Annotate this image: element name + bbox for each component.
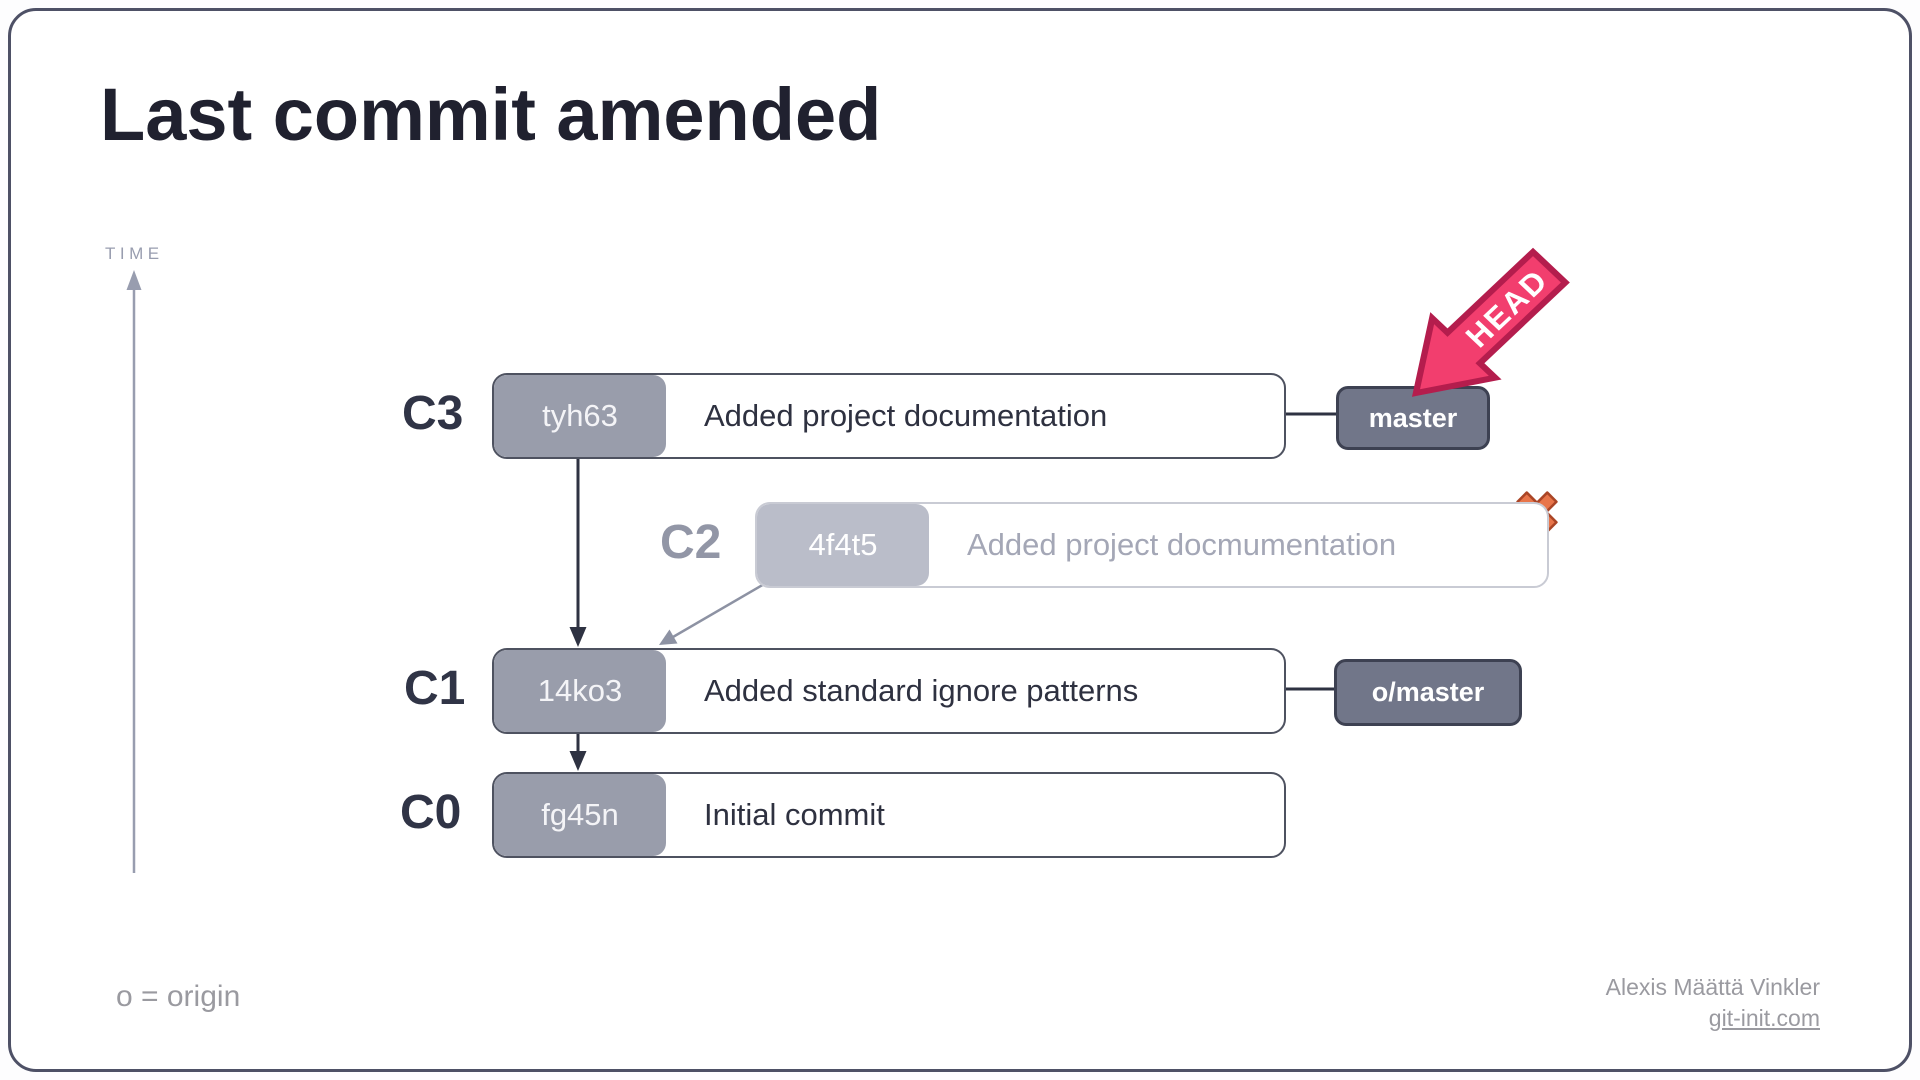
commit-hash: fg45n (541, 797, 619, 832)
edge-c2-to-c1 (659, 581, 767, 645)
commit-hash: 14ko3 (537, 673, 623, 708)
time-axis-arrow-icon (126, 270, 142, 873)
commit-box-c2: 4f4t5 Added project docmumentation (755, 502, 1549, 588)
author-name: Alexis Määttä Vinkler (1605, 974, 1820, 1000)
commit-hash-badge: tyh63 (494, 375, 666, 457)
edge-c3-to-c1 (569, 457, 587, 647)
branch-badge-master: master (1336, 386, 1490, 450)
site-link[interactable]: git-init.com (1708, 1005, 1820, 1031)
commit-hash-badge: 4f4t5 (757, 504, 929, 586)
commit-box-c0: fg45n Initial commit (492, 772, 1286, 858)
commit-box-c1: 14ko3 Added standard ignore patterns (492, 648, 1286, 734)
commit-label-c3: C3 (402, 387, 464, 440)
commit-label-c1: C1 (404, 662, 466, 715)
head-arrow-icon: HEAD (1411, 247, 1570, 397)
commit-box-c3: tyh63 Added project documentation (492, 373, 1286, 459)
attribution: Alexis Määttä Vinkler git-init.com (1606, 972, 1820, 1034)
commit-message: Added project documentation (704, 398, 1108, 433)
edge-c1-to-c0 (569, 732, 587, 771)
commit-message: Initial commit (704, 797, 885, 832)
commit-label-c0: C0 (400, 786, 462, 839)
commit-label-c2: C2 (660, 516, 722, 569)
page-title: Last commit amended (100, 73, 882, 156)
commit-hash-badge: 14ko3 (494, 650, 666, 732)
branch-badge-o-master: o/master (1334, 659, 1522, 726)
commit-hash: 4f4t5 (808, 527, 878, 562)
commit-message: Added project docmumentation (967, 527, 1397, 562)
time-axis-label: TIME (105, 244, 164, 263)
commit-hash-badge: fg45n (494, 774, 666, 856)
commit-message: Added standard ignore patterns (704, 673, 1139, 708)
commit-hash: tyh63 (542, 398, 618, 433)
origin-legend: o = origin (116, 980, 241, 1013)
